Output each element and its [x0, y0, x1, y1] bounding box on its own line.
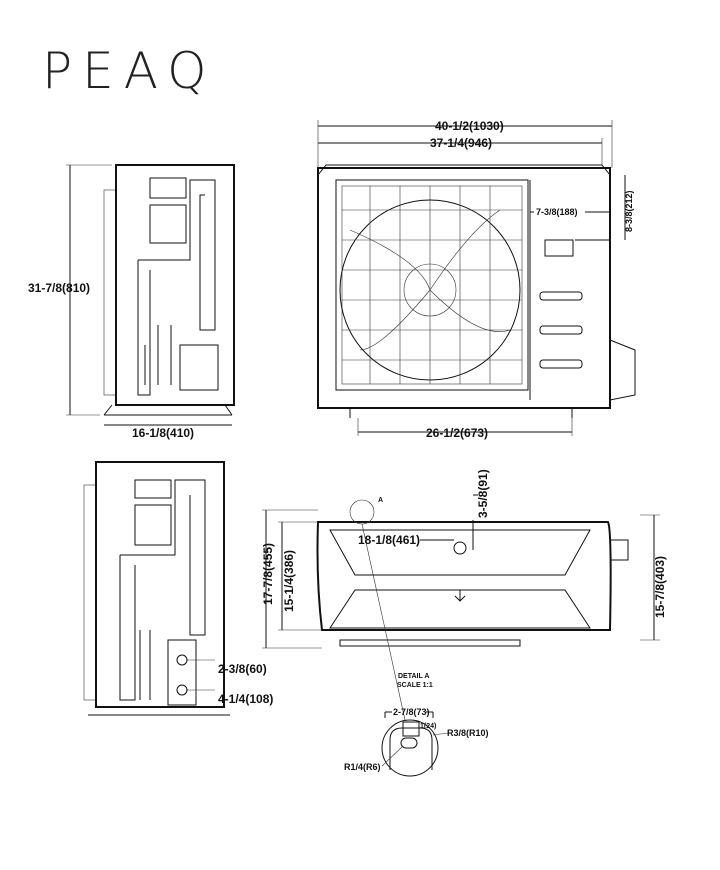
- dim-detail-width-73: 2-7/8(73): [393, 707, 430, 717]
- dim-height-810: 31-7/8(810): [28, 281, 90, 295]
- dim-depth-403: 15-7/8(403): [653, 556, 667, 618]
- svg-text:PEAQ: PEAQ: [42, 42, 216, 100]
- dim-panel-offset-188: 7-3/8(188): [536, 207, 578, 217]
- dim-outer-radius: R3/8(R10): [447, 728, 489, 738]
- dim-slot-24: 1(24): [420, 723, 436, 730]
- front-view: 40-1/2(1030) 37-1/4(946) 7-3/8(188) 8-3/…: [317, 119, 636, 440]
- top-view: A 17-7/8(455) 15-1/4(386) 15-7/8(403) 3-…: [261, 469, 667, 721]
- dim-depth-455: 17-7/8(455): [261, 543, 275, 605]
- dim-depth-386: 15-1/4(386): [282, 550, 296, 612]
- detail-title: DETAIL A: [398, 673, 429, 680]
- dim-top-offset-212: 8-3/8(212): [624, 190, 634, 232]
- detail-marker-a: A: [378, 497, 383, 504]
- dim-inner-radius: R1/4(R6): [344, 762, 381, 772]
- detail-scale: SCALE 1:1: [397, 682, 433, 689]
- dim-overall-width-1030: 40-1/2(1030): [435, 119, 504, 133]
- dim-body-width-946: 37-1/4(946): [430, 136, 492, 150]
- dim-feet-spacing-673: 26-1/2(673): [426, 426, 488, 440]
- dim-hole-offset-461: 18-1/8(461): [358, 533, 420, 547]
- dim-depth-410: 16-1/8(410): [132, 426, 194, 440]
- detail-a: DETAIL A SCALE 1:1 2-7/8(73) 1(24) R3/8(…: [344, 673, 489, 777]
- dim-offset-91: 3-5/8(91): [476, 469, 490, 518]
- peaq-logo: PEAQ: [42, 42, 216, 100]
- side-view-bottom: 2-3/8(60) 4-1/4(108): [83, 461, 273, 716]
- side-view-top: 31-7/8(810) 16-1/8(410): [28, 164, 235, 440]
- dim-valve-height-60: 2-3/8(60): [218, 662, 267, 676]
- dim-valve-height-108: 4-1/4(108): [218, 692, 273, 706]
